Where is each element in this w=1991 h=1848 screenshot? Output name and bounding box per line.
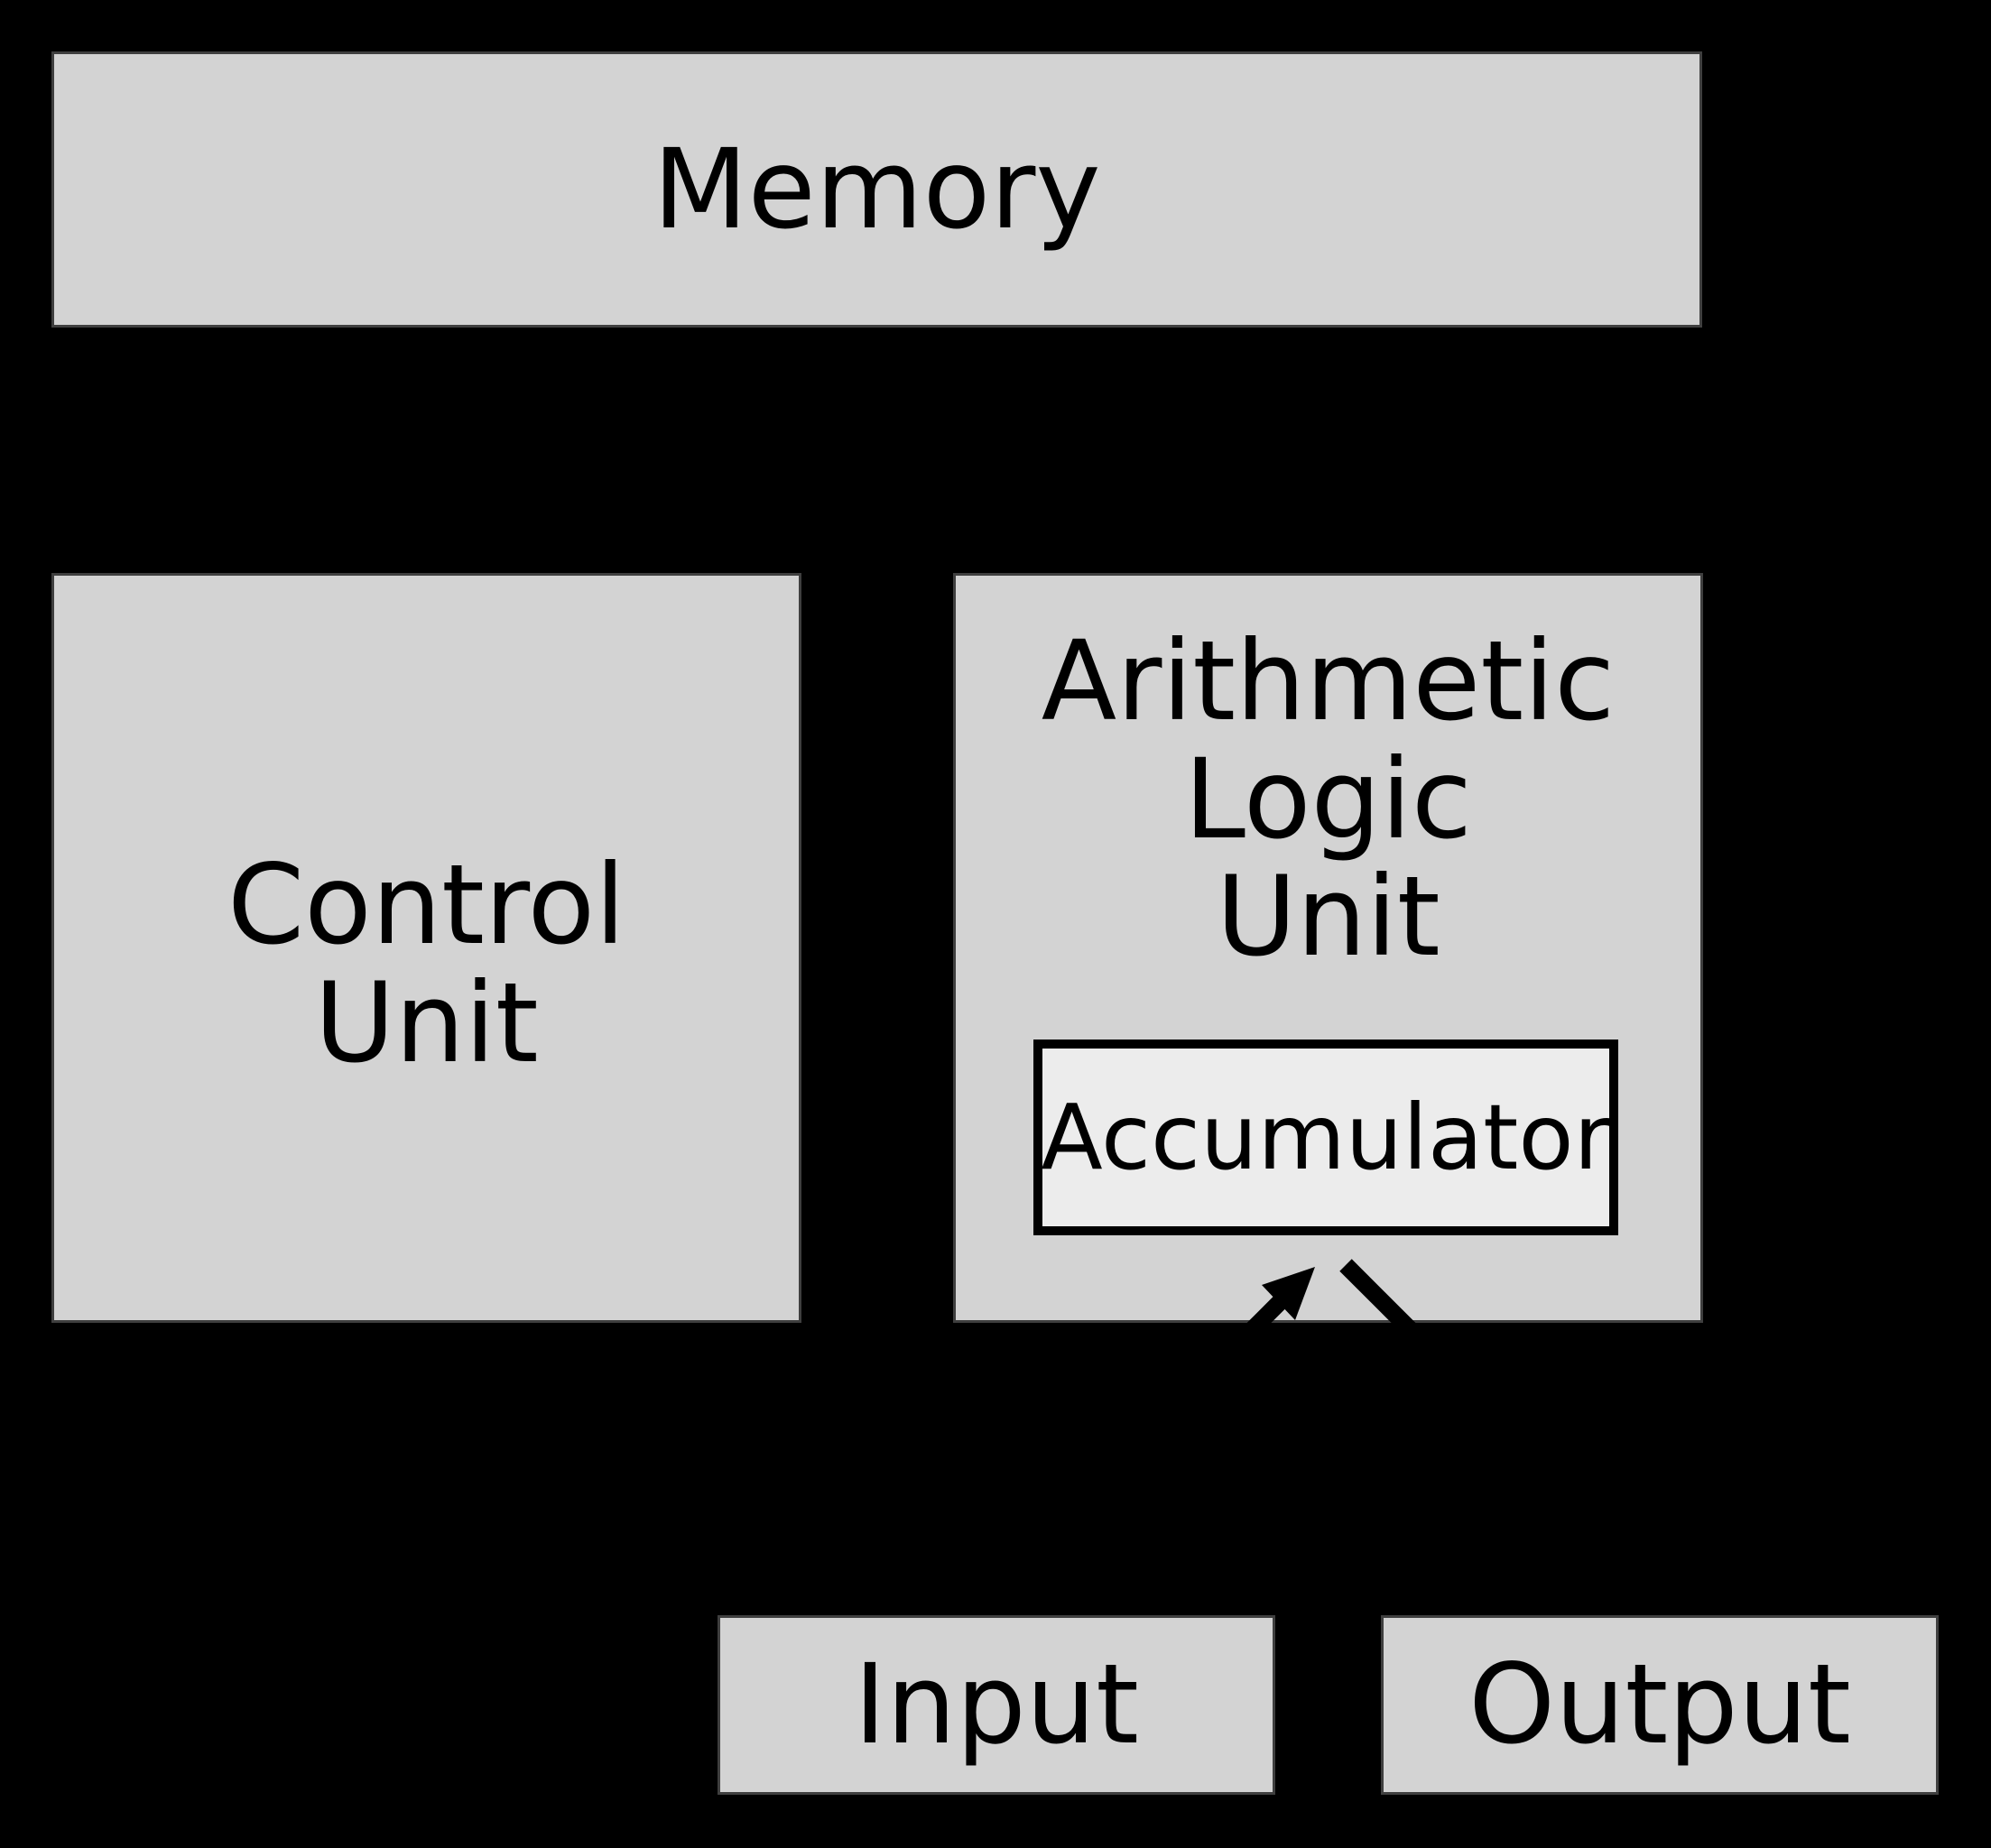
memory-box: Memory xyxy=(51,51,1702,328)
output-label: Output xyxy=(1468,1640,1851,1769)
input-box: Input xyxy=(718,1615,1275,1795)
control-unit-box: Control Unit xyxy=(51,573,801,1323)
alu-label-line2: Logic xyxy=(1184,735,1472,864)
control-unit-label-line1: Control xyxy=(227,840,625,969)
alu-label-line1: Arithmetic xyxy=(1041,617,1616,745)
output-box: Output xyxy=(1381,1615,1939,1795)
accumulator-box: Accumulator xyxy=(1033,1040,1618,1235)
input-label: Input xyxy=(854,1640,1139,1769)
accumulator-label: Accumulator xyxy=(1041,1084,1611,1190)
control-unit-label-line2: Unit xyxy=(314,958,539,1087)
alu-label-line3: Unit xyxy=(1216,853,1440,982)
memory-label: Memory xyxy=(653,125,1101,254)
